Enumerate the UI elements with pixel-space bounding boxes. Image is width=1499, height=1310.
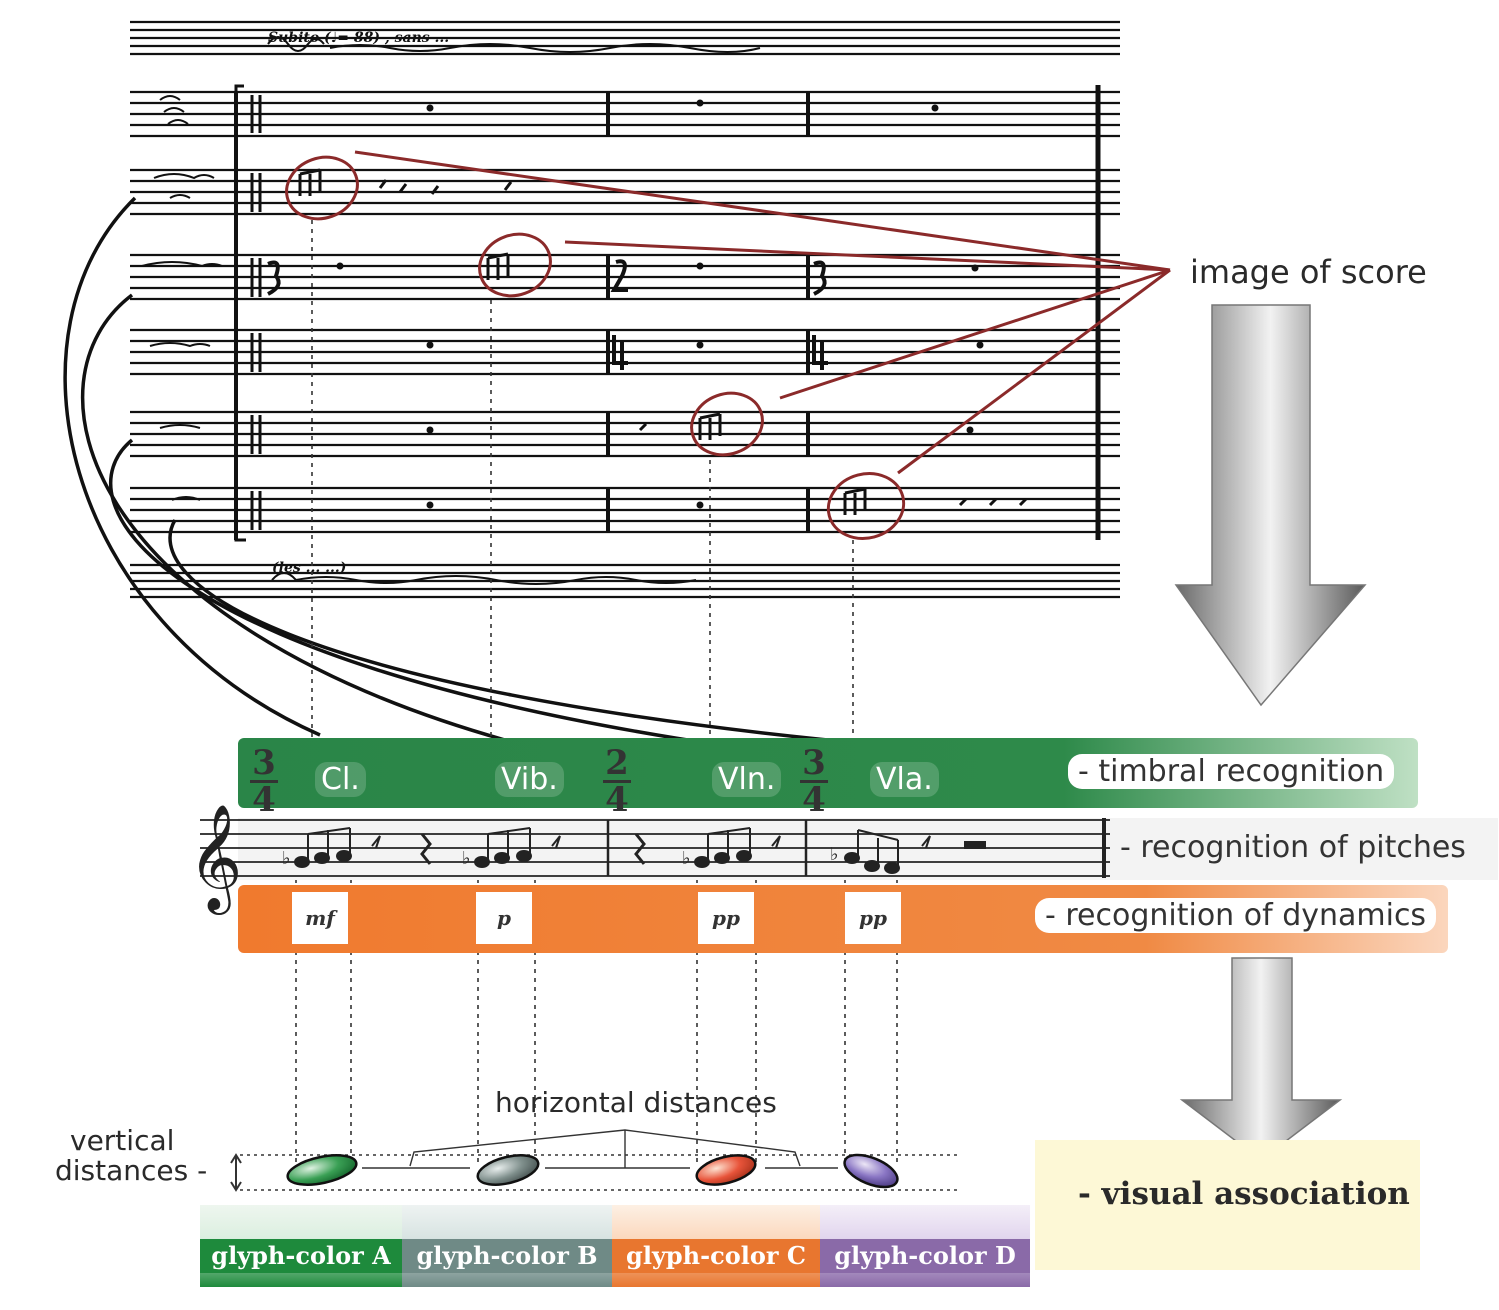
dynamic-pp-viola: pp [845, 892, 901, 944]
glyph-ellipse-d [843, 1153, 899, 1189]
time-signature-2-num: 2 [605, 743, 629, 783]
time-signature-2-den: 4 [605, 780, 629, 820]
staff-bottom [130, 563, 1120, 599]
highlight-circles [285, 155, 906, 540]
score-bottom-marking: (les ... ...) [272, 560, 347, 576]
svg-text:♭: ♭ [830, 844, 839, 865]
pitch-notes: ♭ ♭ ♭ ♭ [282, 827, 986, 874]
time-signature-3-num: 3 [802, 743, 826, 783]
time-signature-3-den: 4 [802, 780, 826, 820]
score-image [130, 20, 1120, 599]
dynamic-pp-violin: pp [698, 892, 754, 944]
score-clefs [250, 95, 262, 530]
visual-association-label: - visual association [1078, 1176, 1410, 1212]
timbre-arrows [63, 196, 881, 747]
svg-text:♭: ♭ [462, 848, 471, 869]
motif-3: ♭ [682, 827, 781, 869]
vertical-distances-label-line1: vertical [70, 1124, 175, 1157]
pitch-staff-barlines [606, 818, 1106, 878]
highlight-lines [354, 150, 1171, 475]
vertical-distances-label-line2: distances - [55, 1154, 208, 1187]
instrument-label-vibraphone: Vib. [495, 762, 564, 797]
dynamic-p: p [476, 892, 532, 944]
score-tempo-marking: Subito (♩= 88) , sans ... [268, 30, 450, 46]
glyph-ellipse-a [286, 1154, 358, 1186]
instrument-label-violin: Vln. [712, 762, 782, 797]
score-notes [298, 99, 1028, 515]
distance-guides [230, 1129, 960, 1192]
time-signature-2: 2 4 [603, 746, 631, 817]
image-of-score-label: image of score [1190, 253, 1427, 291]
glyph-color-a-label: glyph-color A [200, 1239, 402, 1273]
instrument-label-viola: Vla. [870, 762, 939, 797]
dynamic-mf: mf [292, 892, 348, 944]
motif-1: ♭ [282, 827, 432, 869]
motif-4: ♭ [830, 829, 986, 874]
svg-text:♭: ♭ [282, 848, 291, 869]
time-signature-1-num: 3 [252, 743, 276, 783]
horizontal-distances-label: horizontal distances [495, 1086, 777, 1119]
instrument-label-clarinet: Cl. [315, 762, 366, 797]
glyph-color-tab-d: glyph-color D [820, 1205, 1030, 1287]
time-signature-1: 3 4 [250, 746, 278, 817]
glyph-color-tab-b: glyph-color B [402, 1205, 612, 1287]
time-signature-1-den: 4 [252, 780, 276, 820]
staff-viola [130, 486, 1120, 534]
glyph-color-tab-c: glyph-color C [612, 1205, 820, 1287]
glyph-color-b-label: glyph-color B [402, 1239, 612, 1273]
glyph-ellipse-c [695, 1154, 757, 1186]
pitch-staff [200, 819, 1110, 877]
motif-2: ♭ [462, 827, 646, 869]
glyph-color-tab-a: glyph-color A [200, 1205, 402, 1287]
time-signature-3: 3 4 [800, 746, 828, 817]
glyph-color-c-label: glyph-color C [612, 1239, 820, 1273]
dotted-guides [295, 220, 898, 1165]
big-arrow-down-2 [1179, 957, 1343, 1161]
treble-clef-icon: 𝄞 [188, 803, 242, 915]
svg-text:♭: ♭ [682, 848, 691, 869]
timbral-recognition-label: - timbral recognition [1068, 754, 1395, 789]
score-handwriting [141, 36, 761, 585]
staff-top [130, 20, 1120, 56]
staff-violin [130, 410, 1120, 458]
staff-flute [130, 90, 1120, 138]
score-time-marks [267, 259, 828, 370]
glyph-ellipse-b [476, 1154, 540, 1186]
glyph-color-d-label: glyph-color D [820, 1239, 1030, 1273]
big-arrow-down-1 [1174, 304, 1367, 707]
recognition-of-pitches-label: - recognition of pitches [1120, 830, 1466, 865]
glyph-ellipses [286, 1153, 899, 1189]
visual-association-panel [1035, 1140, 1420, 1270]
recognition-of-dynamics-label: - recognition of dynamics [1035, 898, 1437, 933]
